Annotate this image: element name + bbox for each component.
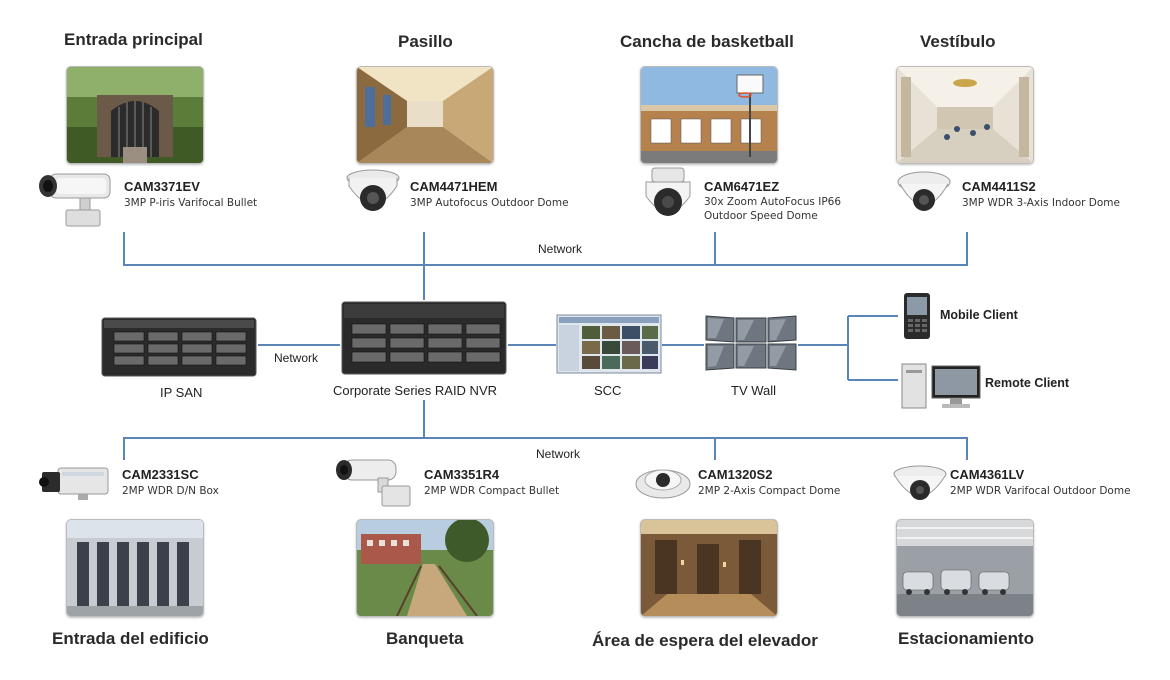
camera-model: CAM1320S2 [698, 467, 773, 482]
photo-sidewalk [356, 519, 494, 617]
scc-software-icon [556, 314, 662, 374]
tv-wall-icon [704, 312, 798, 374]
site-title-area-espera: Área de espera del elevador [592, 631, 818, 650]
site-title-entrada-edificio: Entrada del edificio [52, 629, 209, 648]
site-title-vestibulo: Vestíbulo [920, 32, 996, 51]
camera-description: 2MP WDR Varifocal Outdoor Dome [950, 485, 1131, 497]
camera-description: 2MP WDR Compact Bullet [424, 485, 560, 497]
san-network-label: Network [274, 351, 319, 365]
speed-dome-camera-icon [640, 166, 696, 230]
remote-client-label: Remote Client [985, 376, 1070, 390]
bullet-camera-icon [36, 170, 114, 230]
scc-label: SCC [594, 383, 622, 398]
camera-model: CAM3371EV [124, 179, 200, 194]
nvr-label: Corporate Series RAID NVR [333, 383, 497, 398]
ip-san-label: IP SAN [160, 385, 203, 400]
tvwall-clients-link [798, 315, 898, 381]
photo-parking [896, 519, 1034, 617]
tv-wall-label: TV Wall [731, 383, 777, 398]
site-title-cancha: Cancha de basketball [620, 32, 794, 51]
top-network-label: Network [538, 242, 583, 256]
site-title-estacionamiento: Estacionamiento [898, 629, 1035, 648]
camera-model: CAM3351R4 [424, 467, 500, 482]
camera-model: CAM2331SC [122, 467, 199, 482]
camera-description: 30x Zoom AutoFocus IP66 Outdoor Speed Do… [704, 196, 842, 222]
photo-hallway [356, 66, 494, 164]
photo-elevator-lobby [640, 519, 778, 617]
camera-model: CAM6471EZ [704, 179, 780, 194]
compact-dome-camera-icon [634, 462, 692, 502]
ip-san-storage-icon [100, 316, 258, 378]
camera-description: 3MP WDR 3-Axis Indoor Dome [962, 197, 1120, 209]
camera-description: 2MP 2-Axis Compact Dome [698, 485, 841, 497]
indoor-dome-camera-icon [896, 170, 952, 222]
desktop-computer-icon [900, 360, 984, 410]
photo-building-entrance [66, 519, 204, 617]
camera-description: 3MP Autofocus Outdoor Dome [410, 197, 569, 209]
camera-description: 3MP P-iris Varifocal Bullet [124, 197, 258, 209]
outdoor-dome-camera-icon [892, 464, 948, 510]
compact-bullet-camera-icon [334, 456, 414, 512]
camera-model: CAM4411S2 [962, 179, 1036, 194]
photo-basketball-court [640, 66, 778, 164]
dome-camera-icon [344, 168, 402, 224]
top-network-line [123, 232, 968, 300]
camera-description: 2MP WDR D/N Box [122, 485, 219, 497]
box-camera-icon [38, 462, 112, 504]
photo-main-gate [66, 66, 204, 164]
site-title-pasillo: Pasillo [398, 32, 453, 51]
bottom-network-label: Network [536, 447, 581, 461]
camera-model: CAM4471HEM [410, 179, 498, 194]
mobile-client-label: Mobile Client [940, 308, 1018, 322]
mobile-phone-icon [900, 292, 934, 340]
bottom-network-line [123, 400, 968, 460]
photo-lobby [896, 66, 1034, 164]
nvr-server-icon [340, 300, 508, 376]
site-title-banqueta: Banqueta [386, 629, 464, 648]
camera-model: CAM4361LV [950, 467, 1025, 482]
site-title-entrada-principal: Entrada principal [64, 30, 203, 49]
